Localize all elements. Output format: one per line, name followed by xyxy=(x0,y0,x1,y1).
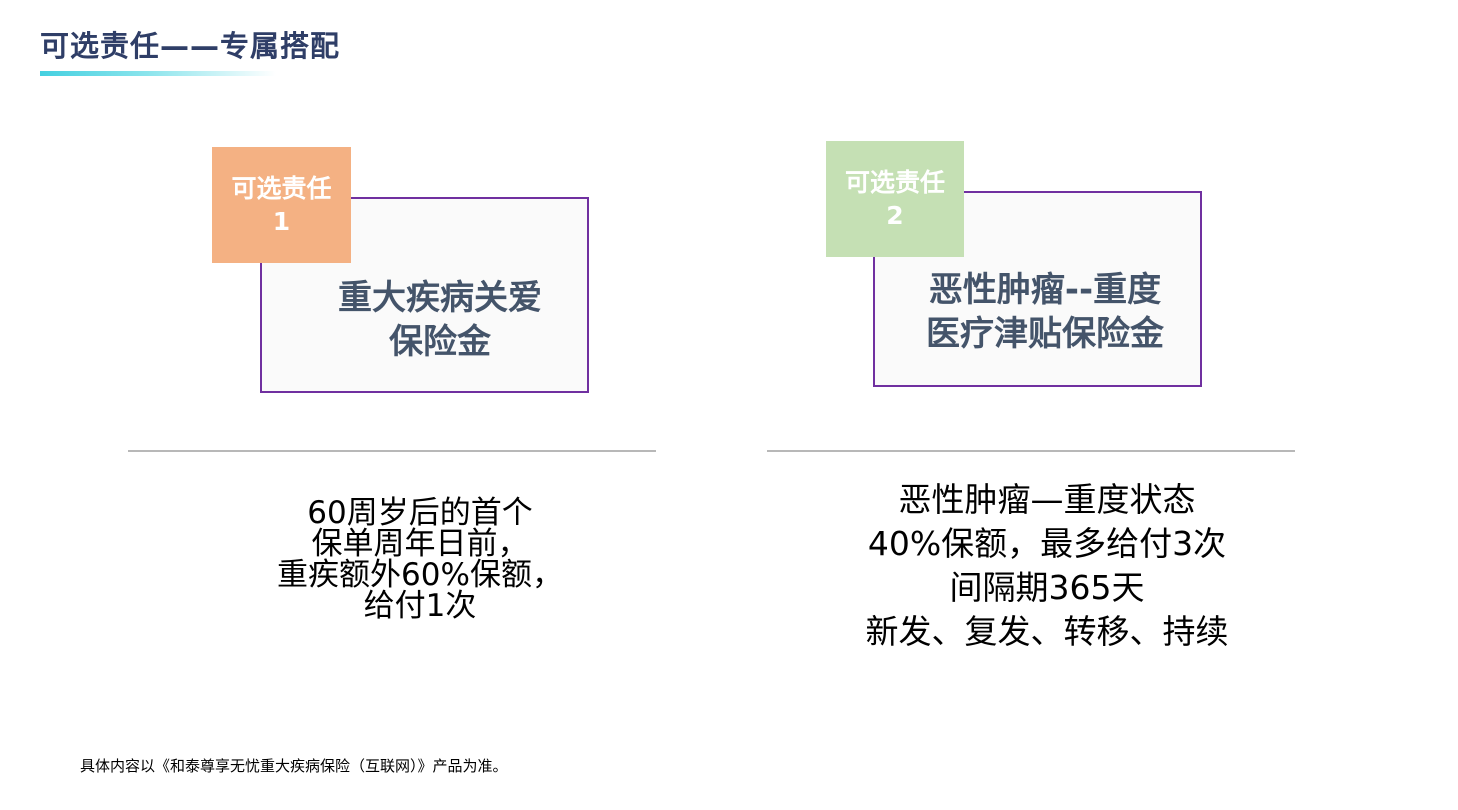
card-1-tag-label: 可选责任 xyxy=(231,174,332,203)
card-2-desc-line: 新发、复发、转移、持续 xyxy=(865,612,1229,651)
footnote: 具体内容以《和泰尊享无忧重大疾病保险（互联网）》产品为准。 xyxy=(80,757,508,775)
card-1-divider xyxy=(128,450,656,452)
card-1-desc-line: 重疾额外60%保额， xyxy=(277,557,563,593)
card-2-desc-line: 40%保额，最多给付3次 xyxy=(867,524,1227,563)
card-2-name-line2: 医疗津贴保险金 xyxy=(926,314,1164,354)
title-underline xyxy=(40,71,276,76)
card-1-tag: 可选责任 1 xyxy=(212,147,351,263)
card-1-name-line2: 保险金 xyxy=(389,322,491,362)
card-1-name-line1: 重大疾病关爱 xyxy=(338,278,542,318)
page-title: 可选责任——专属搭配 xyxy=(40,29,341,63)
card-2-tag-number: 2 xyxy=(886,201,904,230)
card-2-divider xyxy=(767,450,1295,452)
card-1-desc-line: 给付1次 xyxy=(363,588,477,624)
card-1-desc-line: 60周岁后的首个 xyxy=(307,495,533,531)
card-1-name: 重大疾病关爱 保险金 xyxy=(290,276,590,364)
card-1-desc-line: 保单周年日前， xyxy=(311,526,529,562)
card-2-tag: 可选责任 2 xyxy=(826,141,964,257)
card-2-desc-line: 恶性肿瘤—重度状态 xyxy=(898,480,1196,519)
card-2-name: 恶性肿瘤--重度 医疗津贴保险金 xyxy=(895,268,1195,356)
card-2-name-line1: 恶性肿瘤--重度 xyxy=(928,270,1162,310)
card-2-desc-line: 间隔期365天 xyxy=(949,568,1145,607)
card-2-description: 恶性肿瘤—重度状态 40%保额，最多给付3次 间隔期365天 新发、复发、转移、… xyxy=(817,478,1277,654)
card-1-tag-number: 1 xyxy=(272,207,291,236)
card-2-tag-label: 可选责任 xyxy=(844,168,945,197)
card-1-description: 60周岁后的首个 保单周年日前， 重疾额外60%保额， 给付1次 xyxy=(200,498,640,622)
